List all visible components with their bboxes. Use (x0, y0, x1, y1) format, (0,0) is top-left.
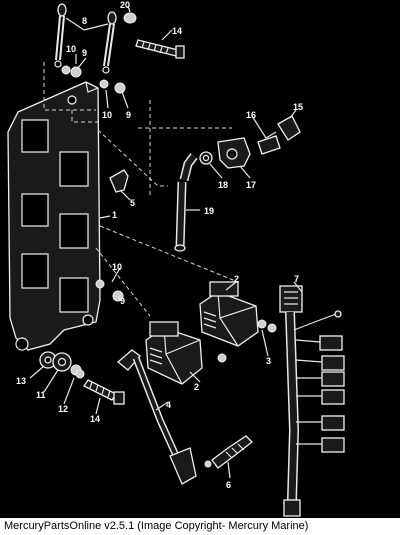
callout-18: 18 (218, 180, 228, 190)
mounting-plate (7, 81, 101, 351)
callout-6: 6 (226, 480, 231, 490)
spark-plug-lead (116, 349, 197, 485)
assembly-lines (43, 62, 239, 317)
callout-15: 15 (293, 102, 303, 112)
callout-14: 14 (90, 414, 100, 424)
callout-2: 2 (194, 382, 199, 392)
bottom-hardware (39, 279, 125, 405)
callout-10: 10 (112, 262, 122, 272)
callout-19: 19 (204, 206, 214, 216)
callout-16: 16 (246, 110, 256, 120)
callout-2: 2 (234, 274, 239, 284)
hose (174, 153, 198, 252)
callout-9: 9 (120, 296, 125, 306)
callout-12: 12 (58, 404, 68, 414)
callout-7: 7 (294, 274, 299, 284)
callout-4: 4 (166, 400, 171, 410)
ignition-coil-upper (199, 281, 277, 363)
callout-17: 17 (246, 180, 256, 190)
clip (109, 169, 129, 193)
leader-lines (29, 5, 303, 479)
exploded-parts-diagram: 8 20 14 10 9 10 9 15 16 17 18 19 5 1 2 7… (7, 0, 345, 517)
callout-20: 20 (120, 0, 130, 10)
wiring-harness (279, 285, 345, 517)
callout-10: 10 (102, 110, 112, 120)
callout-11: 11 (36, 390, 46, 400)
ignition-coil-lower (145, 321, 203, 385)
callout-3: 3 (266, 356, 271, 366)
callout-13: 13 (16, 376, 26, 386)
callout-1: 1 (112, 210, 117, 220)
ground-leads (54, 3, 117, 74)
callout-labels: 8 20 14 10 9 10 9 15 16 17 18 19 5 1 2 7… (16, 0, 303, 490)
callout-9: 9 (126, 110, 131, 120)
callout-8: 8 (82, 16, 87, 26)
callout-10: 10 (66, 44, 76, 54)
callout-14: 14 (172, 26, 182, 36)
callout-5: 5 (130, 198, 135, 208)
sensor-assembly (199, 115, 301, 169)
callout-9: 9 (82, 48, 87, 58)
image-caption: MercuryPartsOnline v2.5.1 (Image Copyrig… (0, 518, 400, 535)
spark-plug (204, 435, 253, 469)
top-hardware (61, 12, 185, 94)
